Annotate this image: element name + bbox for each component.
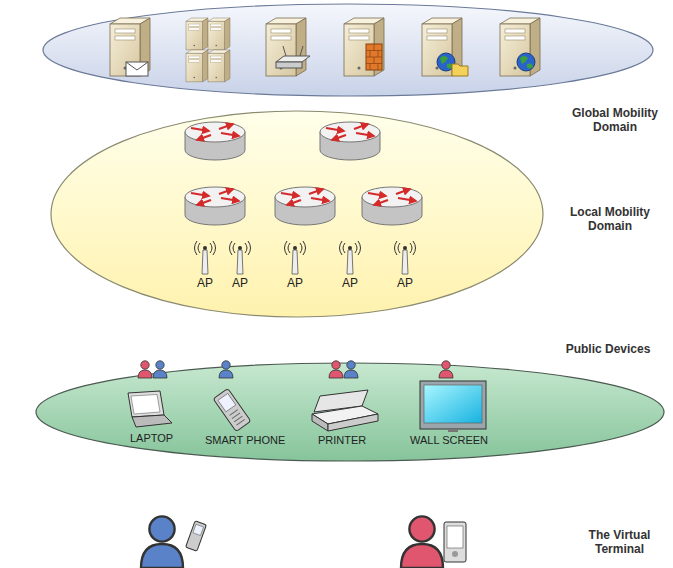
wall-screen-icon xyxy=(420,381,486,429)
ap-label: AP xyxy=(391,276,419,290)
web-file-server xyxy=(422,18,468,76)
server-cluster xyxy=(186,50,208,82)
web-server xyxy=(517,53,535,71)
router-symbol xyxy=(320,122,380,160)
server-cluster xyxy=(208,18,230,50)
gateway-server xyxy=(276,56,310,62)
device-label: LAPTOP xyxy=(130,432,173,445)
virtual-terminal-user xyxy=(186,521,207,551)
mail-server xyxy=(110,18,150,76)
device-label: WALL SCREEN xyxy=(410,434,488,447)
laptop-icon xyxy=(132,415,172,427)
web-server xyxy=(500,18,540,76)
router-symbol xyxy=(185,122,422,225)
access-point-icon xyxy=(195,241,216,274)
device-label: PRINTER xyxy=(318,434,366,447)
layer-heading: The Virtual Terminal xyxy=(572,528,667,556)
smart-phone-icon xyxy=(230,410,245,426)
device-label: SMART PHONE xyxy=(205,434,285,447)
router-symbol xyxy=(185,187,245,225)
router-symbol xyxy=(275,187,335,225)
domain-heading: Local Mobility Domain xyxy=(560,205,660,233)
gateway-server xyxy=(283,46,303,56)
web-file-server xyxy=(452,64,468,76)
ap-label: AP xyxy=(336,276,364,290)
firewall-server xyxy=(366,44,382,70)
user-icon xyxy=(138,361,152,378)
virtual-terminal-user xyxy=(444,522,466,562)
domain-heading: Global Mobility Domain xyxy=(565,106,665,134)
laptop-icon xyxy=(128,391,172,427)
wall-screen-icon xyxy=(424,385,482,423)
user-icon xyxy=(344,361,358,378)
mail-server xyxy=(126,62,148,76)
band-outline xyxy=(51,111,543,317)
gateway-server xyxy=(266,18,310,76)
access-point-icon xyxy=(285,241,306,274)
gateway-server xyxy=(266,18,306,76)
mail-server xyxy=(110,18,150,76)
user-icon xyxy=(153,361,167,378)
smart-phone-icon xyxy=(213,388,251,431)
virtual-terminal-user xyxy=(193,524,204,535)
laptop-icon xyxy=(131,395,160,415)
access-point-icon xyxy=(395,241,416,274)
mail-server xyxy=(126,62,148,70)
band-outline xyxy=(43,4,653,96)
access-point-icon xyxy=(195,241,416,274)
virtual-terminal-user xyxy=(447,526,463,548)
virtual-terminal-user xyxy=(444,522,466,562)
firewall-server xyxy=(366,44,382,70)
ap-label: AP xyxy=(226,276,254,290)
printer-icon xyxy=(312,390,378,431)
router-symbol xyxy=(362,187,422,225)
server-cluster xyxy=(186,18,208,50)
ap-label: AP xyxy=(281,276,309,290)
user-icon xyxy=(219,361,233,378)
firewall-server xyxy=(344,18,384,76)
server-cluster xyxy=(186,18,230,82)
virtual-terminal-user xyxy=(452,551,458,557)
firewall-server xyxy=(344,18,384,76)
web-server xyxy=(500,18,540,76)
printer-icon xyxy=(312,414,328,431)
printer-icon xyxy=(328,414,378,431)
wall-screen-icon xyxy=(448,429,458,432)
router-symbol xyxy=(185,122,245,160)
smart-phone-icon xyxy=(213,388,251,431)
virtual-terminal-user xyxy=(141,516,183,568)
access-point-icon xyxy=(340,241,361,274)
domain-heading: Public Devices xyxy=(556,342,660,356)
virtual-terminal-user xyxy=(186,521,207,551)
wall-screen-icon xyxy=(420,381,486,432)
laptop-icon xyxy=(128,391,164,417)
smart-phone-icon xyxy=(218,393,236,411)
virtual-terminal-user xyxy=(401,516,443,568)
user-icon xyxy=(329,361,343,378)
access-point-icon xyxy=(230,241,251,274)
gateway-server xyxy=(276,62,302,68)
user-icon xyxy=(138,361,453,378)
ap-label: AP xyxy=(191,276,219,290)
server-cluster xyxy=(208,50,230,82)
user-icon xyxy=(439,361,453,378)
virtual-terminal-user xyxy=(141,516,466,568)
